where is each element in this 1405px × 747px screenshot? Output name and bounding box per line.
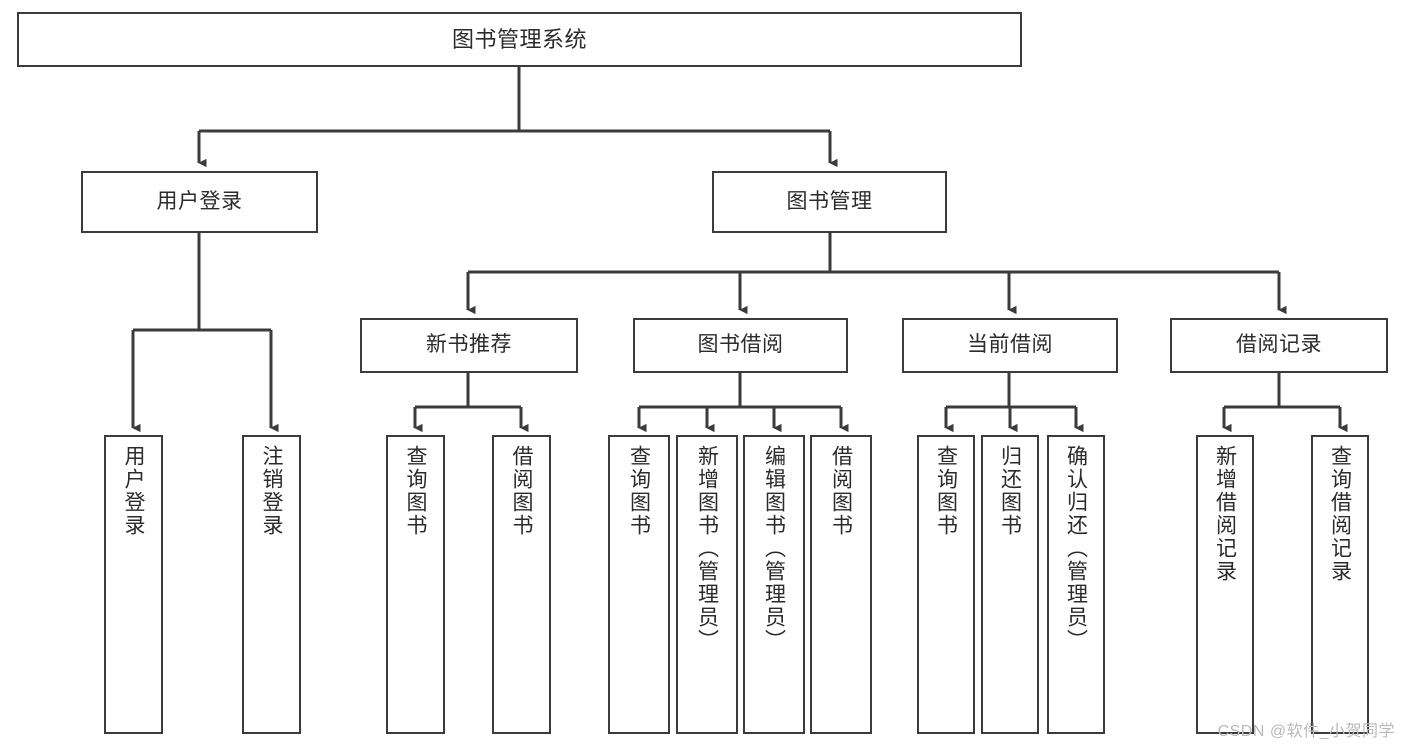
node-label: 查询图书 (404, 445, 427, 537)
node-leaf-book-borrow-edit-book-admin[interactable]: 编辑图书（管理员） (743, 435, 805, 734)
node-root-book-management-system[interactable]: 图书管理系统 (17, 12, 1022, 67)
node-label: 查询借阅记录 (1328, 445, 1352, 583)
node-leaf-book-borrow-borrow-book[interactable]: 借阅图书 (810, 435, 872, 734)
node-leaf-borrow-record-add-record[interactable]: 新增借阅记录 (1196, 435, 1254, 734)
node-book-borrow[interactable]: 图书借阅 (633, 318, 848, 373)
node-label: 图书管理系统 (451, 26, 587, 52)
node-label: 用户登录 (156, 189, 243, 213)
node-leaf-book-borrow-query-book[interactable]: 查询图书 (608, 435, 670, 734)
node-leaf-book-borrow-add-book-admin[interactable]: 新增图书（管理员） (676, 435, 738, 734)
node-leaf-current-borrow-query-book[interactable]: 查询图书 (917, 435, 975, 734)
node-borrow-record[interactable]: 借阅记录 (1170, 318, 1388, 373)
node-label: 借阅图书 (829, 445, 853, 537)
node-book-management[interactable]: 图书管理 (712, 171, 947, 233)
node-label: 借阅记录 (1236, 333, 1322, 357)
node-label: 新增图书（管理员） (695, 445, 719, 652)
node-label: 新书推荐 (426, 333, 512, 357)
node-label: 注销登录 (260, 445, 283, 537)
node-leaf-new-book-borrow-book[interactable]: 借阅图书 (492, 435, 551, 734)
node-label: 借阅图书 (510, 445, 533, 537)
node-label: 图书借阅 (697, 333, 784, 357)
node-leaf-new-book-query-book[interactable]: 查询图书 (386, 435, 445, 734)
node-leaf-user-login-login[interactable]: 用户登录 (104, 435, 163, 734)
node-label: 编辑图书（管理员） (762, 445, 786, 652)
watermark: CSDN @软件_小贺同学 (1217, 723, 1395, 740)
node-leaf-current-borrow-return-book[interactable]: 归还图书 (981, 435, 1039, 734)
node-leaf-current-borrow-confirm-return-admin[interactable]: 确认归还（管理员） (1047, 435, 1105, 734)
node-label: 当前借阅 (967, 333, 1053, 357)
node-label: 图书管理 (786, 189, 873, 213)
node-leaf-borrow-record-query-record[interactable]: 查询借阅记录 (1311, 435, 1369, 734)
node-label: 归还图书 (998, 445, 1022, 537)
node-new-book-recommend[interactable]: 新书推荐 (360, 318, 578, 373)
node-leaf-user-login-logout[interactable]: 注销登录 (242, 435, 301, 734)
node-label: 用户登录 (122, 445, 145, 537)
node-label: 确认归还（管理员） (1064, 445, 1088, 652)
node-label: 查询图书 (627, 445, 651, 537)
node-label: 查询图书 (934, 445, 958, 537)
node-label: 新增借阅记录 (1213, 445, 1237, 583)
node-user-login[interactable]: 用户登录 (81, 171, 318, 233)
node-current-borrow[interactable]: 当前借阅 (902, 318, 1118, 373)
